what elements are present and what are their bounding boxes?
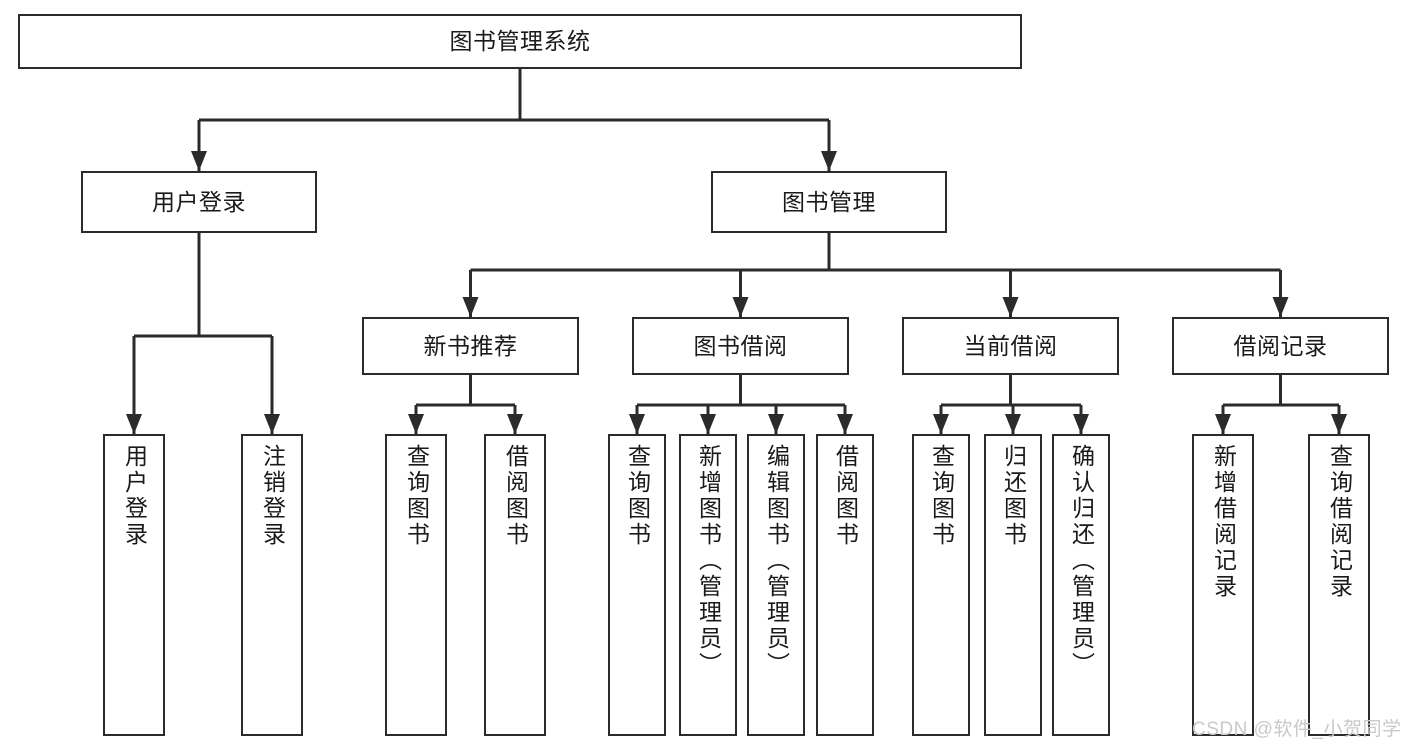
node-label: 注销登录 xyxy=(259,444,286,548)
arrowhead-icon xyxy=(191,151,207,171)
node-leaf-query-book-3[interactable]: 查询图书 xyxy=(912,434,970,736)
node-current-borrow[interactable]: 当前借阅 xyxy=(902,317,1119,375)
node-leaf-add-record[interactable]: 新增借阅记录 xyxy=(1192,434,1254,736)
node-label: 归还图书 xyxy=(1000,444,1027,548)
node-borrow-record[interactable]: 借阅记录 xyxy=(1172,317,1389,375)
node-label: 新增借阅记录 xyxy=(1210,444,1237,600)
node-label: 新增图书（管理员） xyxy=(695,444,722,678)
node-label: 图书借阅 xyxy=(693,332,788,359)
node-label: 编辑图书（管理员） xyxy=(763,444,790,678)
node-label: 查询图书 xyxy=(403,444,430,548)
arrowhead-icon xyxy=(1005,414,1021,434)
node-new-book-rec[interactable]: 新书推荐 xyxy=(362,317,579,375)
arrowhead-icon xyxy=(462,297,479,317)
arrowhead-icon xyxy=(1215,414,1231,434)
node-user-login[interactable]: 用户登录 xyxy=(81,171,317,233)
arrowhead-icon xyxy=(933,414,949,434)
arrowhead-icon xyxy=(1331,414,1347,434)
node-leaf-logout[interactable]: 注销登录 xyxy=(241,434,303,736)
node-label: 借阅图书 xyxy=(502,444,529,548)
node-leaf-borrow-book-2[interactable]: 借阅图书 xyxy=(816,434,874,736)
arrowhead-icon xyxy=(507,414,523,434)
node-leaf-user-login[interactable]: 用户登录 xyxy=(103,434,165,736)
node-label: 查询借阅记录 xyxy=(1326,444,1353,600)
arrowhead-icon xyxy=(768,414,784,434)
node-label: 用户登录 xyxy=(121,444,148,548)
node-label: 查询图书 xyxy=(624,444,651,548)
arrowhead-icon xyxy=(408,414,424,434)
arrowhead-icon xyxy=(732,297,749,317)
node-leaf-edit-book[interactable]: 编辑图书（管理员） xyxy=(747,434,805,736)
node-leaf-borrow-book-1[interactable]: 借阅图书 xyxy=(484,434,546,736)
arrowhead-icon xyxy=(837,414,853,434)
node-label: 图书管理系统 xyxy=(449,28,591,55)
node-root[interactable]: 图书管理系统 xyxy=(18,14,1022,69)
csdn-watermark: CSDN @软件_小贺同学 xyxy=(1192,719,1402,740)
node-leaf-query-book-2[interactable]: 查询图书 xyxy=(608,434,666,736)
arrowhead-icon xyxy=(264,414,280,434)
node-book-borrow[interactable]: 图书借阅 xyxy=(632,317,849,375)
arrowhead-icon xyxy=(700,414,716,434)
node-label: 当前借阅 xyxy=(963,332,1058,359)
node-label: 图书管理 xyxy=(782,188,876,215)
node-leaf-confirm-ret[interactable]: 确认归还（管理员） xyxy=(1052,434,1110,736)
node-label: 新书推荐 xyxy=(423,332,518,359)
node-label: 用户登录 xyxy=(152,188,246,215)
node-label: 借阅图书 xyxy=(832,444,859,548)
arrowhead-icon xyxy=(126,414,142,434)
node-book-manage[interactable]: 图书管理 xyxy=(711,171,947,233)
node-label: 查询图书 xyxy=(928,444,955,548)
node-leaf-return-book[interactable]: 归还图书 xyxy=(984,434,1042,736)
node-leaf-query-record[interactable]: 查询借阅记录 xyxy=(1308,434,1370,736)
arrowhead-icon xyxy=(1272,297,1289,317)
arrowhead-icon xyxy=(1002,297,1019,317)
node-leaf-add-book[interactable]: 新增图书（管理员） xyxy=(679,434,737,736)
arrowhead-icon xyxy=(821,151,837,171)
node-label: 借阅记录 xyxy=(1233,332,1328,359)
node-label: 确认归还（管理员） xyxy=(1068,444,1095,678)
node-leaf-query-book-1[interactable]: 查询图书 xyxy=(385,434,447,736)
arrowhead-icon xyxy=(1073,414,1089,434)
arrowhead-icon xyxy=(629,414,645,434)
